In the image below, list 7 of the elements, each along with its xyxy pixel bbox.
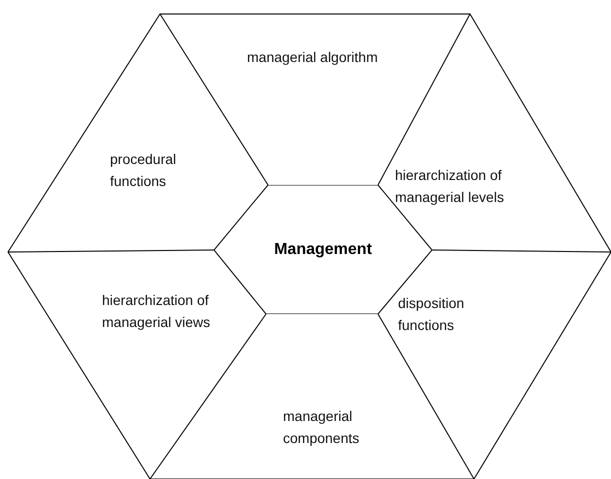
segment-label: hierarchization of managerial levels [395, 164, 507, 208]
segment-label: managerial components [283, 405, 373, 449]
segment-label: disposition functions [398, 292, 483, 336]
segment-label: managerial algorithm [247, 46, 447, 68]
center-title: Management [274, 240, 372, 258]
segment-label: hierarchization of managerial views [102, 289, 252, 333]
segment-label: procedural functions [110, 148, 200, 192]
